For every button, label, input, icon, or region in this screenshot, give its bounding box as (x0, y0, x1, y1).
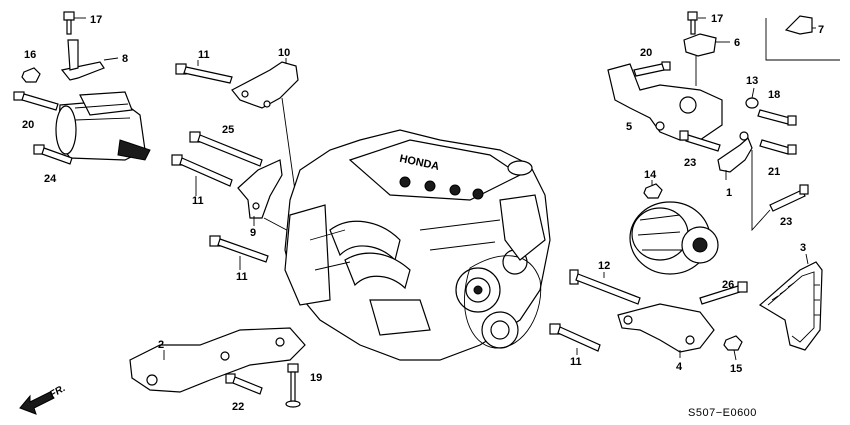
bolt-19[interactable] (285, 363, 301, 408)
callout-9[interactable]: 9 (250, 227, 256, 239)
front-direction-arrow: FR. (19, 383, 67, 415)
callout-10[interactable]: 10 (278, 47, 290, 59)
callout-7[interactable]: 7 (818, 24, 824, 36)
bolt-11-top[interactable] (175, 63, 233, 84)
callout-23-lower[interactable]: 23 (780, 216, 792, 228)
callout-11-low[interactable]: 11 (236, 271, 248, 283)
bolt-21[interactable] (759, 139, 797, 155)
callout-20-right[interactable]: 20 (640, 47, 652, 59)
bolt-11-low[interactable] (209, 235, 269, 263)
callout-25[interactable]: 25 (222, 124, 234, 136)
starter-bracket[interactable] (60, 39, 105, 81)
bolt-12[interactable] (569, 269, 641, 305)
bolt-18[interactable] (757, 109, 797, 126)
callout-16[interactable]: 16 (24, 49, 36, 61)
engine-assembly: HONDA (284, 129, 551, 361)
bolt-26[interactable] (699, 281, 748, 305)
drive-belt-3[interactable] (758, 261, 823, 351)
callout-13[interactable]: 13 (746, 75, 758, 87)
bolt-20-right[interactable] (633, 61, 671, 77)
callout-17-left[interactable]: 17 (90, 14, 102, 26)
callout-23-upper[interactable]: 23 (684, 157, 696, 169)
nut-14[interactable] (643, 183, 663, 199)
bolt-24[interactable] (33, 144, 73, 165)
nut-16[interactable] (21, 67, 41, 83)
callout-21[interactable]: 21 (768, 166, 780, 178)
callout-4[interactable]: 4 (676, 361, 683, 373)
bolt-25[interactable] (189, 131, 263, 167)
bolt-11-mid[interactable] (171, 154, 233, 187)
bracket-7-inset[interactable] (765, 15, 840, 61)
callout-18[interactable]: 18 (768, 89, 780, 101)
bolt-23-upper[interactable] (679, 130, 721, 152)
engine-mount-5[interactable] (607, 56, 723, 141)
engine-bracket-10[interactable] (231, 61, 299, 109)
alternator[interactable] (629, 201, 719, 275)
mount-bracket-2[interactable] (129, 327, 306, 393)
callout-2[interactable]: 2 (158, 339, 164, 351)
nut-15[interactable] (723, 335, 743, 351)
engine-bracket-9[interactable] (237, 159, 283, 219)
starter-motor[interactable] (55, 91, 151, 161)
callout-6[interactable]: 6 (734, 37, 740, 49)
callout-11-right[interactable]: 11 (570, 356, 582, 368)
front-label: FR. (48, 383, 67, 401)
callout-5[interactable]: 5 (626, 121, 632, 133)
clip-6[interactable] (683, 33, 717, 57)
bolt-11-right[interactable] (549, 323, 601, 352)
callout-12[interactable]: 12 (598, 260, 610, 272)
ground-strap-1[interactable] (717, 131, 753, 173)
callout-1[interactable]: 1 (726, 187, 732, 199)
callout-26[interactable]: 26 (722, 279, 734, 291)
callout-19[interactable]: 19 (310, 372, 322, 384)
callout-labels: 17 8 16 20 24 11 10 25 11 9 11 17 6 7 20… (22, 13, 824, 413)
bolt-22[interactable] (225, 373, 263, 395)
callout-3[interactable]: 3 (800, 242, 806, 254)
alternator-bracket-4[interactable] (617, 303, 715, 353)
callout-15[interactable]: 15 (730, 363, 742, 375)
callout-11-mid[interactable]: 11 (192, 195, 204, 207)
callout-11-top[interactable]: 11 (198, 49, 210, 61)
callout-20-left[interactable]: 20 (22, 119, 34, 131)
bolt-20-left[interactable] (13, 91, 59, 111)
callout-8[interactable]: 8 (122, 53, 128, 65)
callout-14[interactable]: 14 (644, 169, 657, 181)
diagram-code: S507−E0600 (688, 407, 757, 419)
leader-lines (74, 17, 816, 361)
callout-17-right[interactable]: 17 (711, 13, 723, 25)
callout-22[interactable]: 22 (232, 401, 244, 413)
washer-13[interactable] (745, 97, 759, 109)
bolt-17-left[interactable] (63, 11, 75, 35)
bolt-23-lower[interactable] (769, 184, 809, 212)
bolt-17-right[interactable] (687, 11, 698, 35)
callout-24[interactable]: 24 (44, 173, 57, 185)
